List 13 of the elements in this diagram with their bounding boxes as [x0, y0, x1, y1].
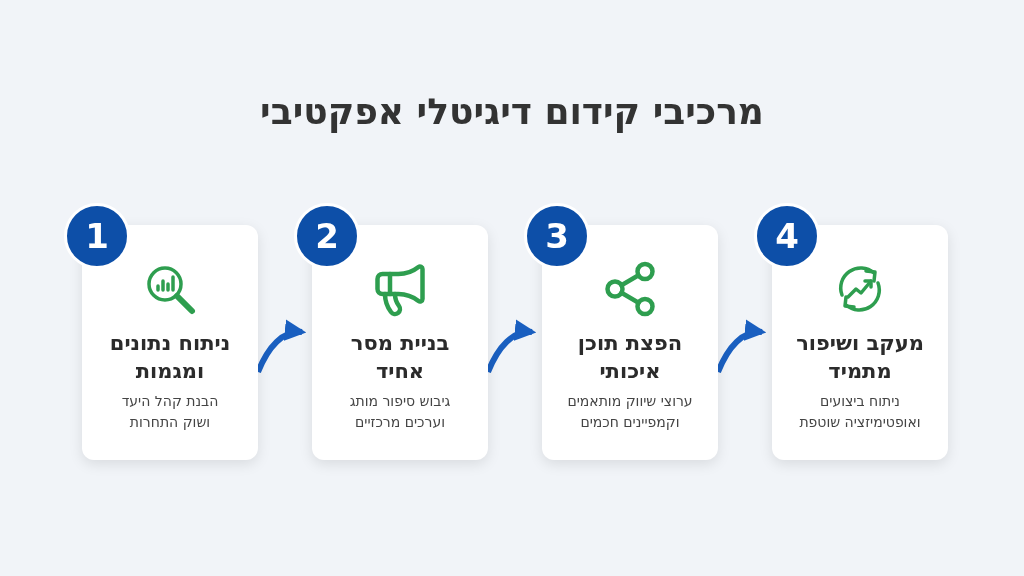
title: מרכיבי קידום דיגיטלי אפקטיבי: [259, 90, 765, 135]
number-badge: 1: [64, 203, 130, 269]
step-description: ערוצי שיווק מותאמים וקמפיינים חכמים: [566, 392, 694, 432]
step-description: ניתוח ביצועים ואופטימיזציה שוטפת: [798, 392, 922, 432]
step-description: גיבוש סיפור מותג וערכים מרכזיים: [348, 392, 452, 432]
step-heading: מעקב ושיפור מתמיד: [796, 330, 924, 385]
step-heading: ניתוח נתונים ומגמות: [108, 330, 232, 385]
step-description: הבנת קהל היעד ושוק התחרות: [120, 392, 220, 432]
step-heading: בניית מסר אחיד: [349, 330, 451, 385]
number-badge: 2: [294, 203, 360, 269]
step-heading: הפצת תוכן איכותי: [576, 330, 684, 385]
number-badge: 4: [754, 203, 820, 269]
number-badge: 3: [524, 203, 590, 269]
